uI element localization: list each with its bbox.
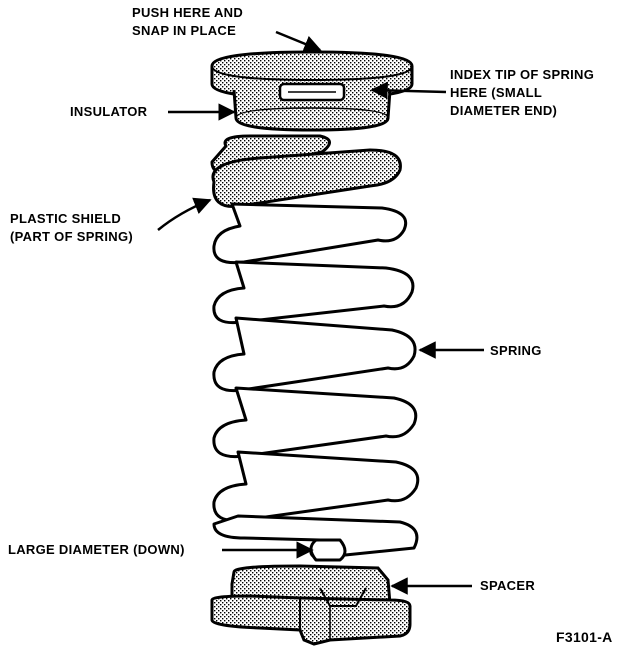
push-here-line-2: SNAP IN PLACE: [132, 23, 237, 38]
large-diameter-label: LARGE DIAMETER (DOWN): [8, 542, 185, 557]
index-tip-line-1: INDEX TIP OF SPRING: [450, 67, 595, 82]
spring-label: SPRING: [490, 343, 542, 358]
spring-coils: [210, 134, 420, 562]
push-here-label: PUSH HERE AND SNAP IN PLACE: [132, 4, 243, 40]
plastic-shield-line-1: PLASTIC SHIELD: [10, 211, 122, 226]
leader-lines: [157, 30, 484, 595]
index-tip-line-2: HERE (SMALL: [450, 85, 543, 100]
index-tip-label: INDEX TIP OF SPRING HERE (SMALL DIAMETER…: [450, 66, 594, 120]
spacer-part: [210, 564, 412, 646]
figure-id: F3101-A: [556, 629, 613, 645]
leader-index-tip: [370, 81, 447, 100]
leader-push-here: [275, 30, 322, 53]
insulator-label: INSULATOR: [70, 104, 148, 119]
leader-plastic-shield: [157, 197, 212, 231]
plastic-shield-line-2: (PART OF SPRING): [10, 229, 133, 244]
spacer-label: SPACER: [480, 578, 536, 593]
push-here-line-1: PUSH HERE AND: [132, 5, 244, 20]
index-tip-line-3: DIAMETER END): [450, 103, 558, 118]
plastic-shield-label: PLASTIC SHIELD (PART OF SPRING): [10, 210, 133, 246]
insulator-part: [210, 50, 414, 132]
